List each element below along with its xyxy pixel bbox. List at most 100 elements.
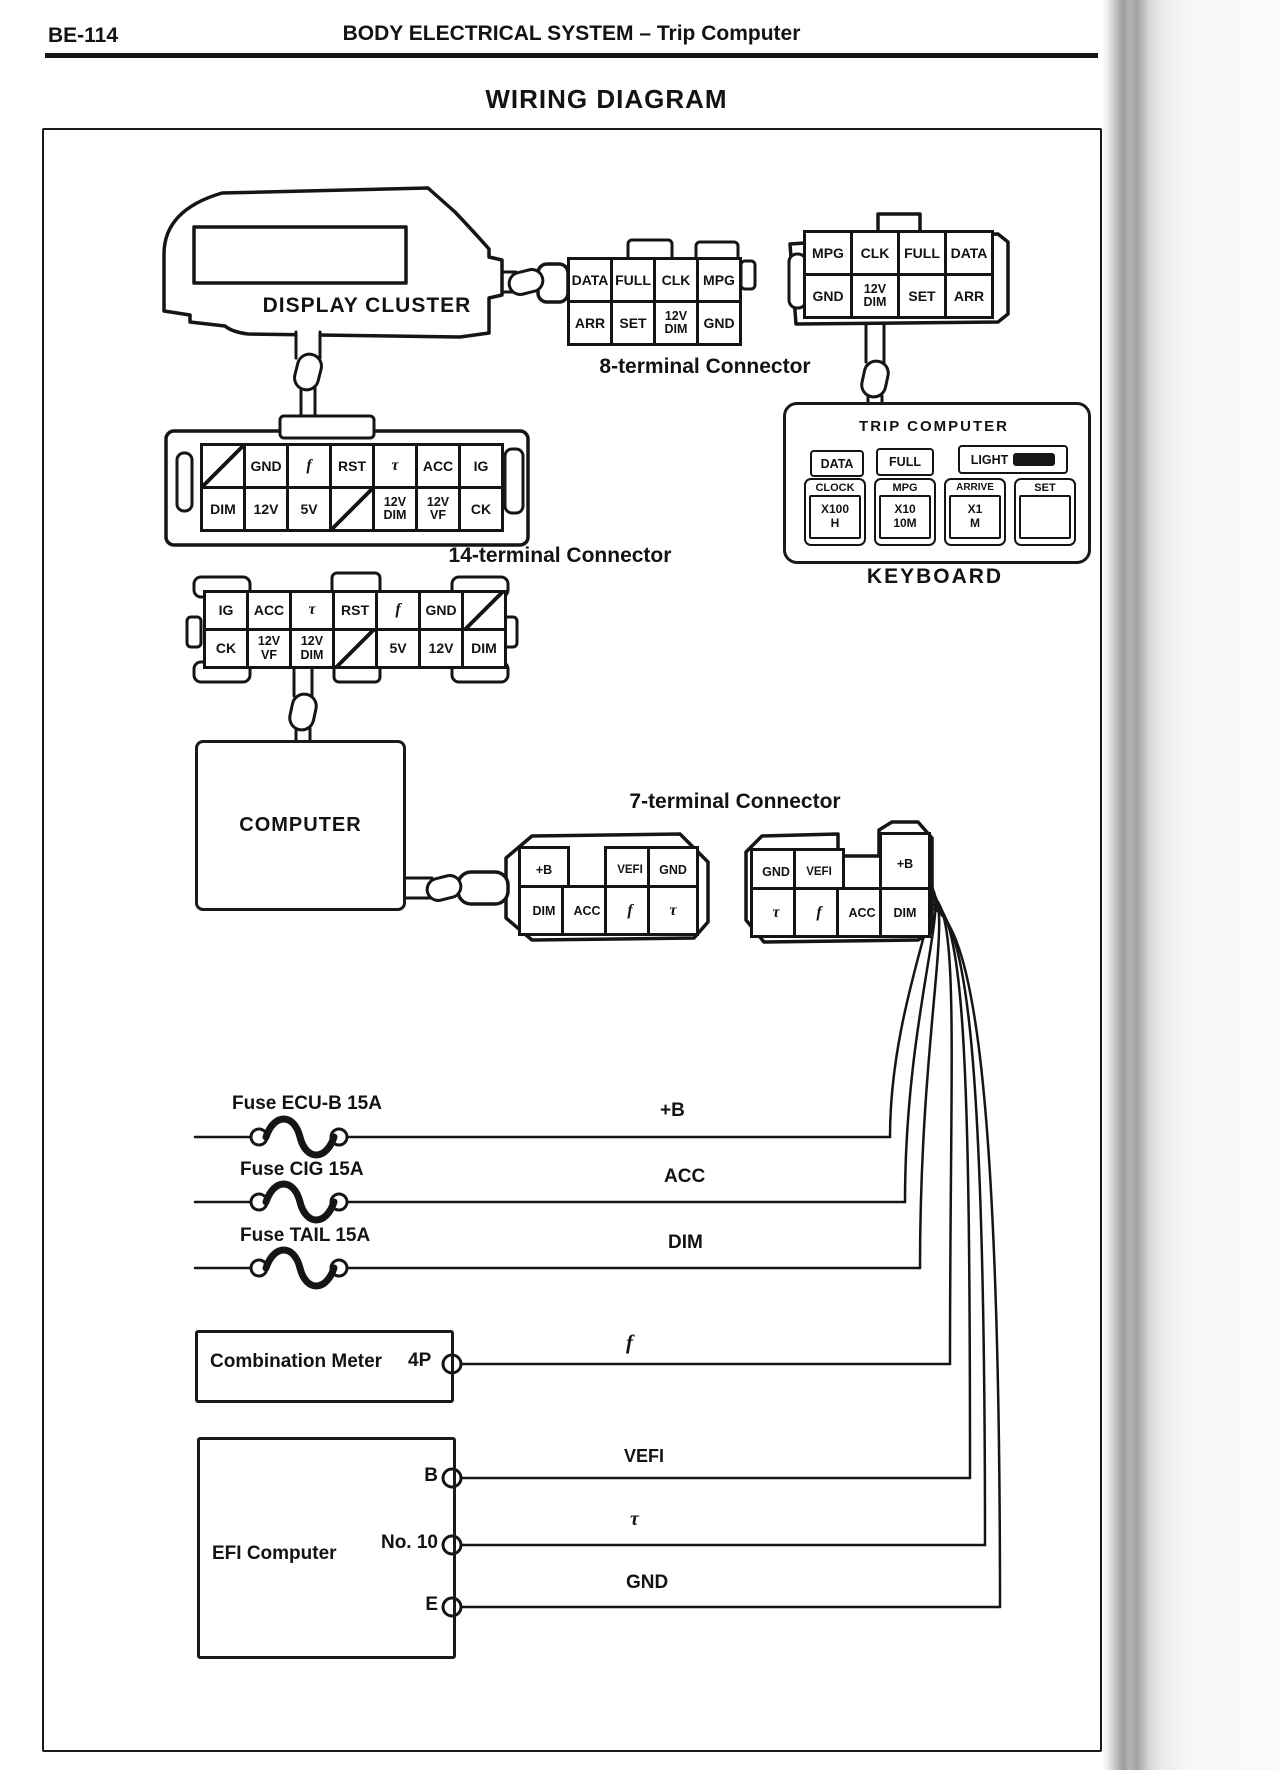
key-inner: X1 M: [949, 495, 1001, 539]
pin-cell: ACC: [418, 446, 458, 486]
key-label: MPG: [892, 481, 918, 494]
efi-no10-terminal: [441, 1534, 463, 1556]
fan-wire-vefi: [925, 896, 972, 1480]
pin-cell: [203, 446, 243, 486]
display-cluster-shape: [162, 186, 504, 339]
keyboard-button-light-label: LIGHT: [970, 452, 1009, 467]
header-rule: [45, 53, 1098, 58]
wire-label-gnd: GND: [626, 1572, 669, 1593]
pin-cell: DIM: [879, 887, 931, 938]
fan-wire-gnd: [925, 904, 1002, 1609]
keyboard-key-arrive: ARRIVE X1 M: [944, 478, 1006, 546]
pin-cell: MPG: [699, 260, 739, 300]
wire-label-f: f: [626, 1330, 633, 1354]
pin-cell: f: [378, 593, 418, 628]
key-line1: X1: [967, 502, 983, 517]
pin-cell: IG: [461, 446, 501, 486]
cable-break-symbols: [288, 268, 890, 902]
display-window: [192, 225, 408, 285]
pin-cell: 12V DIM: [292, 631, 332, 666]
key-label: CLOCK: [815, 481, 855, 494]
connector14-upper: GND f RST τ ACC IG DIM 12V 5V 12V DIM 12…: [200, 443, 504, 532]
connector8-caption: 8-terminal Connector: [599, 355, 811, 378]
pin-cell: 12V VF: [249, 631, 289, 666]
wire-label-tau: τ: [630, 1508, 639, 1530]
pin-cell: [332, 489, 372, 529]
fuse-ecu-b-label: Fuse ECU-B 15A: [232, 1093, 382, 1114]
efi-b-terminal: [441, 1467, 463, 1489]
display-cluster-label: DISPLAY CLUSTER: [262, 294, 472, 317]
diagram-border: [42, 128, 1102, 1752]
section-title: BODY ELECTRICAL SYSTEM – Trip Computer: [342, 22, 801, 45]
fan-wire-f: [925, 892, 953, 1366]
keyboard-button-light: LIGHT: [958, 445, 1068, 474]
pin-cell: 12V DIM: [375, 489, 415, 529]
pin-cell: 12V VF: [418, 489, 458, 529]
pin-cell: [464, 593, 504, 628]
light-switch-knob: [1013, 453, 1056, 466]
pin-cell: CLK: [656, 260, 696, 300]
wire-label-acc: ACC: [664, 1166, 706, 1187]
pin-cell: IG: [206, 593, 246, 628]
combination-meter-label: Combination Meter: [210, 1351, 383, 1372]
key-line2: 10M: [893, 516, 917, 530]
wire-fan: [888, 880, 1002, 1609]
book-binding-gutter: [1102, 0, 1280, 1770]
pin-cell: SET: [613, 303, 653, 343]
pin-cell: SET: [900, 276, 944, 316]
connector7-left-stub: [456, 870, 510, 906]
combination-meter-box: [195, 1330, 454, 1403]
computer-box: COMPUTER: [195, 740, 406, 911]
wire-label-bplus: +B: [660, 1100, 685, 1121]
connector14-lower: IG ACC τ RST f GND CK 12V VF 12V DIM 5V …: [203, 590, 507, 669]
connector14-caption: 14-terminal Connector: [448, 544, 672, 567]
connector8-left: DATA FULL CLK MPG ARR SET 12V DIM GND: [567, 257, 742, 346]
efi-pin-b: B: [424, 1465, 438, 1486]
fuse-tail: [249, 1246, 349, 1290]
pin-cell: RST: [332, 446, 372, 486]
keyboard-button-full: FULL: [876, 448, 934, 476]
page-code: BE-114: [48, 24, 119, 47]
pin-cell: +B: [879, 832, 931, 896]
keyboard-button-data: DATA: [810, 450, 864, 477]
pin-cell: 12V DIM: [853, 276, 897, 316]
pin-cell: ARR: [570, 303, 610, 343]
key-label: SET: [1034, 481, 1056, 494]
fuse-symbols: [249, 1115, 349, 1290]
key-inner: [1019, 495, 1071, 539]
pin-cell: ARR: [947, 276, 991, 316]
fuse-cig-label: Fuse CIG 15A: [240, 1159, 364, 1180]
key-line1: X100: [820, 502, 850, 517]
fuse-cig: [249, 1180, 349, 1224]
pin-cell: GND: [421, 593, 461, 628]
efi-pin-e: E: [425, 1594, 438, 1615]
keyboard-key-set: SET: [1014, 478, 1076, 546]
fuse-tail-label: Fuse TAIL 15A: [240, 1225, 371, 1246]
pin-cell: DATA: [570, 260, 610, 300]
keyboard-key-clock: CLOCK X100 H: [804, 478, 866, 546]
pin-cell: DATA: [947, 233, 991, 273]
pin-cell: τ: [292, 593, 332, 628]
connector7-caption: 7-terminal Connector: [629, 790, 841, 813]
pin-cell: τ: [375, 446, 415, 486]
efi-e-terminal: [441, 1596, 463, 1618]
diagram-title: WIRING DIAGRAM: [485, 84, 728, 114]
wire-label-vefi: VEFI: [624, 1446, 665, 1466]
keyboard-caption: KEYBOARD: [866, 565, 1004, 588]
efi-computer-box: [197, 1437, 456, 1659]
pin-cell: FULL: [613, 260, 653, 300]
circuit-wires: [193, 1135, 1002, 1609]
pin-cell: GND: [806, 276, 850, 316]
efi-computer-label: EFI Computer: [212, 1543, 337, 1564]
key-label: ARRIVE: [956, 482, 994, 493]
computer-label: COMPUTER: [239, 814, 362, 836]
pin-cell: 12V: [421, 631, 461, 666]
pin-cell: 12V DIM: [656, 303, 696, 343]
pin-cell: GND: [246, 446, 286, 486]
pin-cell: [335, 631, 375, 666]
pin-cell: f: [289, 446, 329, 486]
pin-cell: CK: [206, 631, 246, 666]
fuse-ecu-b: [249, 1115, 349, 1159]
key-inner: X100 H: [809, 495, 861, 539]
combination-meter-pin: 4P: [408, 1350, 432, 1371]
